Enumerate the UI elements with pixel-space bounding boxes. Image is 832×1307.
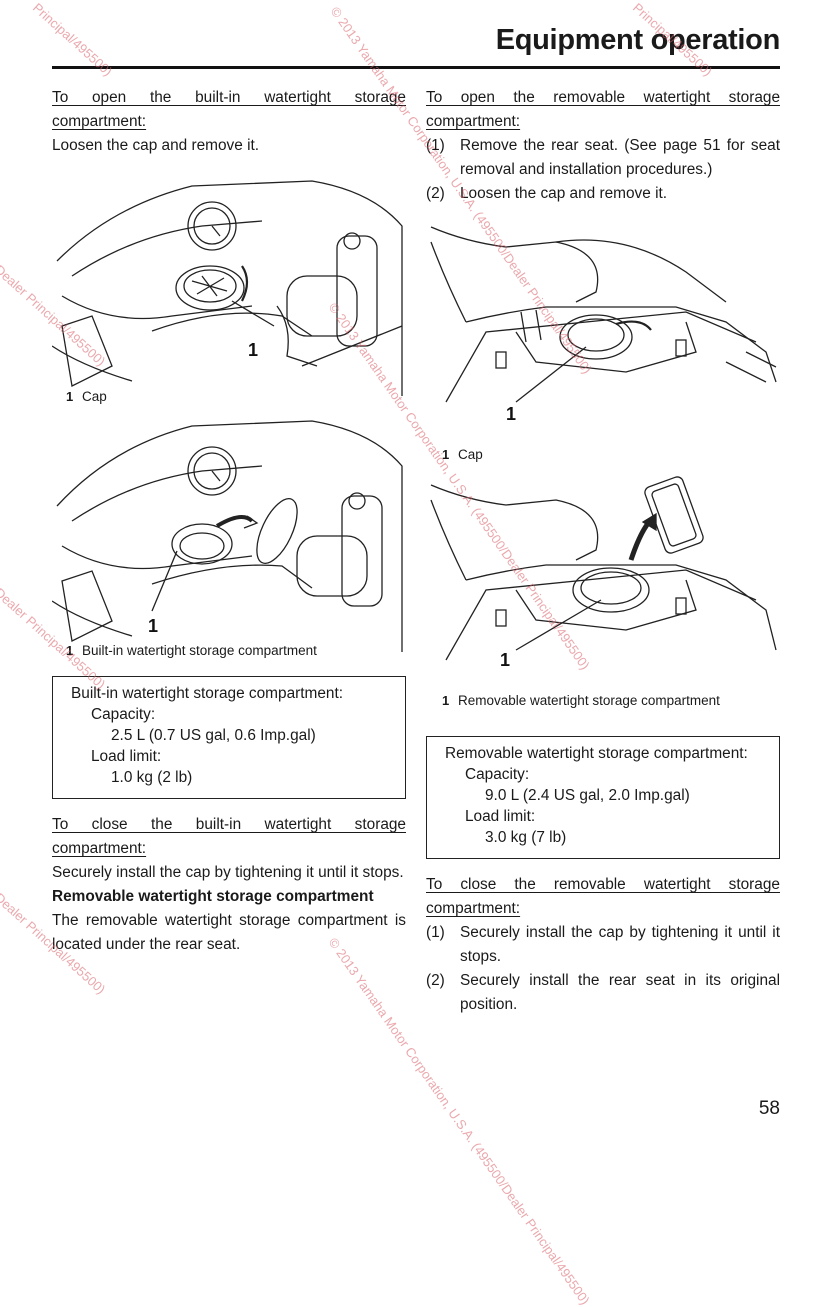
load-limit-label: Load limit:: [465, 808, 536, 825]
caption-text: Cap: [458, 447, 483, 462]
illustration-handlebar-compartment: 1: [51, 420, 403, 652]
callout-number: 1: [500, 650, 510, 670]
list-item: (1) Securely install the cap by tighteni…: [426, 921, 780, 969]
illustration-handlebar-cap: 1: [51, 180, 403, 396]
open-steps-list: (1) Remove the rear seat. (See page 51 f…: [426, 134, 780, 206]
spec-title: Built-in watertight storage compartment:: [71, 685, 344, 702]
step-text: Securely install the rear seat in its or…: [460, 972, 780, 1013]
spec-box-removable: Removable watertight storage compartment…: [426, 736, 780, 859]
step-number: (2): [426, 972, 445, 989]
figure-cap-builtin: 1 1 Cap: [51, 166, 406, 406]
list-item: (2) Loosen the cap and remove it.: [426, 182, 780, 206]
callout-number: 1: [506, 404, 516, 424]
open-builtin-text: Loosen the cap and remove it.: [52, 137, 260, 154]
step-text: Remove the rear seat. (See page 51 for s…: [460, 137, 780, 178]
open-builtin-heading: To open the built-in watertight storage …: [52, 89, 406, 130]
capacity-value: 9.0 L (2.4 US gal, 2.0 Imp.gal): [485, 787, 690, 804]
step-text: Securely install the cap by tightening i…: [460, 924, 780, 965]
list-item: (1) Remove the rear seat. (See page 51 f…: [426, 134, 780, 182]
removable-section-heading: Removable watertight storage compartment: [52, 888, 374, 905]
figure-caption: 1 Removable watertight storage compartme…: [442, 692, 762, 710]
callout-number: 1: [248, 340, 258, 360]
callout-number: 1: [148, 616, 158, 636]
spec-box-builtin: Built-in watertight storage compartment:…: [52, 676, 406, 799]
page-number: 58: [758, 1098, 780, 1119]
close-steps-list: (1) Securely install the cap by tighteni…: [426, 921, 780, 1017]
close-builtin-heading: To close the built-in watertight storage…: [52, 816, 406, 857]
figure-caption: 1 Cap: [66, 388, 107, 406]
figure-cap-removable: 1 1 Cap: [426, 212, 780, 462]
caption-number: 1: [66, 643, 74, 658]
capacity-label: Capacity:: [91, 706, 156, 723]
caption-number: 1: [442, 447, 450, 462]
list-item: (2) Securely install the rear seat in it…: [426, 969, 780, 1017]
illustration-seat-compartment: 1: [430, 476, 777, 670]
figure-removable-compartment: 1 1 Removable watertight storage compart…: [426, 470, 780, 726]
caption-text: Built-in watertight storage compartment: [82, 643, 317, 658]
spec-title: Removable watertight storage compartment…: [445, 745, 748, 762]
caption-text: Cap: [82, 389, 107, 404]
header-rule: [52, 66, 780, 69]
step-number: (1): [426, 924, 445, 941]
close-builtin-text: Securely install the cap by tightening i…: [52, 864, 404, 881]
load-limit-label: Load limit:: [91, 748, 162, 765]
figure-caption: 1 Cap: [442, 446, 483, 464]
caption-number: 1: [66, 389, 74, 404]
load-limit-value: 1.0 kg (2 lb): [111, 769, 193, 786]
right-column: To open the removable watertight storage…: [426, 86, 780, 1017]
close-removable-heading: To close the removable watertight storag…: [426, 876, 780, 917]
caption-number: 1: [442, 693, 450, 708]
capacity-label: Capacity:: [465, 766, 530, 783]
left-column: To open the built-in watertight storage …: [51, 86, 406, 957]
step-number: (2): [426, 185, 445, 202]
open-removable-heading: To open the removable watertight storage…: [426, 89, 780, 130]
removable-section-text: The removable watertight storage compart…: [52, 912, 406, 953]
capacity-value: 2.5 L (0.7 US gal, 0.6 Imp.gal): [111, 727, 316, 744]
caption-text: Removable watertight storage compartment: [458, 693, 720, 708]
step-text: Loosen the cap and remove it.: [460, 185, 668, 202]
page-title: Equipment operation: [495, 24, 781, 56]
load-limit-value: 3.0 kg (7 lb): [485, 829, 567, 846]
figure-builtin-compartment: 1 1 Built-in watertight storage compartm…: [51, 416, 406, 666]
step-number: (1): [426, 137, 445, 154]
illustration-seat-cap: 1: [430, 226, 777, 424]
figure-caption: 1 Built-in watertight storage compartmen…: [66, 642, 317, 660]
